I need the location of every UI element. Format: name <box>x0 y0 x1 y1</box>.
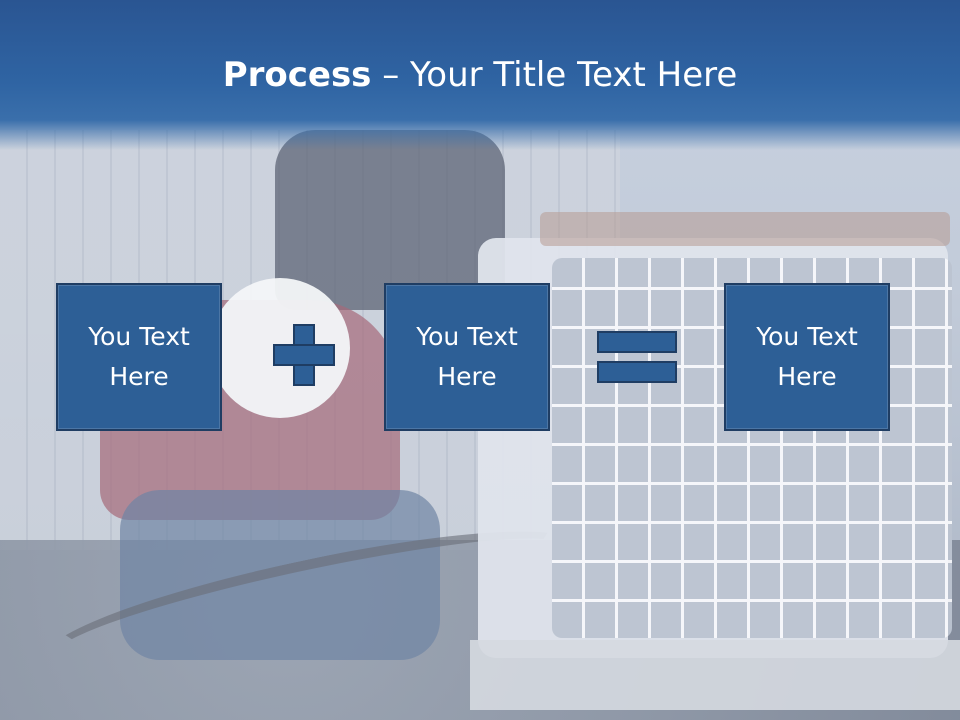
process-box-2-text: You Text Here <box>416 322 518 391</box>
background-ac-unit-base <box>470 640 960 710</box>
background-worker-legs <box>120 490 440 660</box>
title-band <box>0 0 960 150</box>
slide-title: Process – Your Title Text Here <box>0 52 960 98</box>
slide-title-bold: Process <box>222 55 372 95</box>
process-box-1: You Text Here <box>56 283 222 431</box>
process-box-1-text: You Text Here <box>88 322 190 391</box>
background-ac-unit-top <box>540 212 950 246</box>
slide-title-rest: – Your Title Text Here <box>371 55 738 95</box>
background-worker-standing <box>275 130 505 310</box>
process-box-2: You Text Here <box>384 283 550 431</box>
process-box-3-text: You Text Here <box>756 322 858 391</box>
equals-icon <box>597 331 677 383</box>
plus-icon <box>273 324 335 386</box>
process-box-3: You Text Here <box>724 283 890 431</box>
